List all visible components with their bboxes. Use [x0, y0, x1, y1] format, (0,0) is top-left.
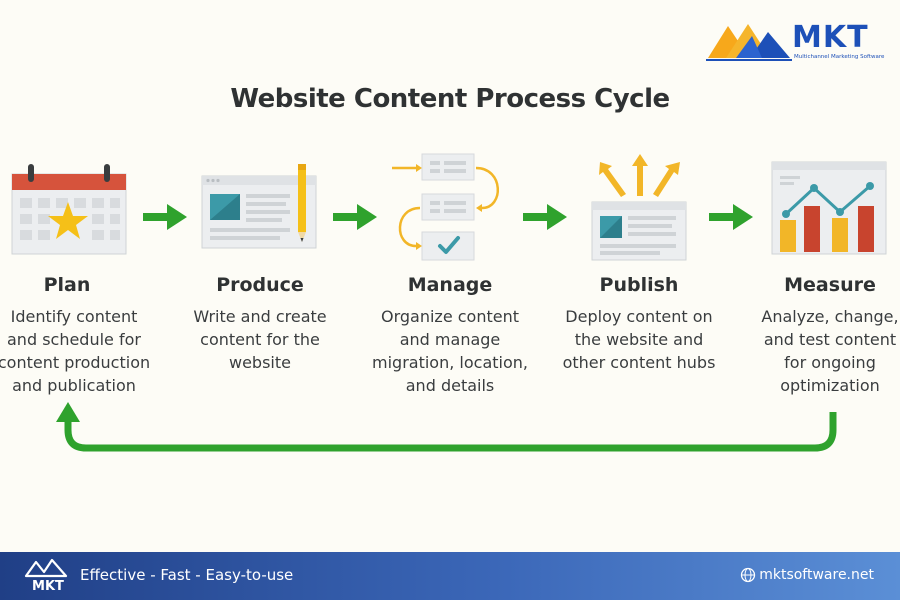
- cycle-return-arrow-icon: [56, 402, 837, 452]
- calendar-star-icon: [11, 164, 127, 255]
- footer-bar: MKT Effective - Fast - Easy-to-use mktso…: [0, 552, 900, 600]
- step-desc-measure: Analyze, change, and test content for on…: [730, 305, 900, 397]
- footer-website-text: mktsoftware.net: [759, 567, 874, 583]
- step-desc-produce: Write and create content for the website: [160, 305, 360, 374]
- footer-logo-icon: MKT: [24, 558, 68, 594]
- desc-line: the website and: [574, 330, 704, 349]
- desc-line: other content hubs: [562, 353, 716, 372]
- footer-website-link[interactable]: mktsoftware.net: [740, 567, 874, 583]
- document-pencil-icon: [201, 164, 317, 249]
- bar-line-chart-icon: [771, 161, 887, 255]
- step-label-manage: Manage: [407, 274, 493, 296]
- step-label-plan: Plan: [43, 274, 91, 296]
- brand-name: MKT: [792, 20, 869, 55]
- desc-line: and schedule for: [7, 330, 141, 349]
- desc-line: Deploy content on: [565, 307, 713, 326]
- desc-line: for ongoing: [784, 353, 876, 372]
- arrow-right-icon: [143, 204, 187, 230]
- workflow-check-icon: [392, 153, 499, 261]
- desc-line: Write and create: [193, 307, 327, 326]
- mountain-logo-icon: [706, 24, 792, 61]
- step-desc-manage: Organize content and manage migration, l…: [350, 305, 550, 397]
- footer-logo-text: MKT: [32, 579, 64, 594]
- desc-line: optimization: [780, 376, 880, 395]
- desc-line: Identify content: [10, 307, 138, 326]
- brand-logo: MKT Multichannel Marketing Software: [706, 20, 884, 62]
- desc-line: Analyze, change,: [761, 307, 899, 326]
- globe-icon: [741, 567, 756, 583]
- step-label-measure: Measure: [784, 274, 876, 296]
- arrow-right-icon: [333, 204, 377, 230]
- desc-line: website: [229, 353, 291, 372]
- arrow-right-icon: [709, 204, 753, 230]
- desc-line: content production: [0, 353, 151, 372]
- desc-line: and details: [405, 376, 495, 395]
- desc-line: and test content: [763, 330, 897, 349]
- arrow-right-icon: [523, 204, 567, 230]
- step-label-publish: Publish: [599, 274, 679, 296]
- desc-line: content for the: [200, 330, 320, 349]
- footer-tagline: Effective - Fast - Easy-to-use: [80, 566, 294, 584]
- desc-line: Organize content: [380, 307, 520, 326]
- desc-line: and manage: [399, 330, 501, 349]
- page-title: Website Content Process Cycle: [230, 84, 670, 114]
- desc-line: and publication: [12, 376, 136, 395]
- publish-arrows-icon: [591, 154, 687, 261]
- step-label-produce: Produce: [216, 274, 304, 296]
- brand-subtitle: Multichannel Marketing Software: [794, 54, 885, 60]
- step-desc-plan: Identify content and schedule for conten…: [0, 305, 174, 397]
- step-desc-publish: Deploy content on the website and other …: [539, 305, 739, 374]
- desc-line: migration, location,: [372, 353, 528, 372]
